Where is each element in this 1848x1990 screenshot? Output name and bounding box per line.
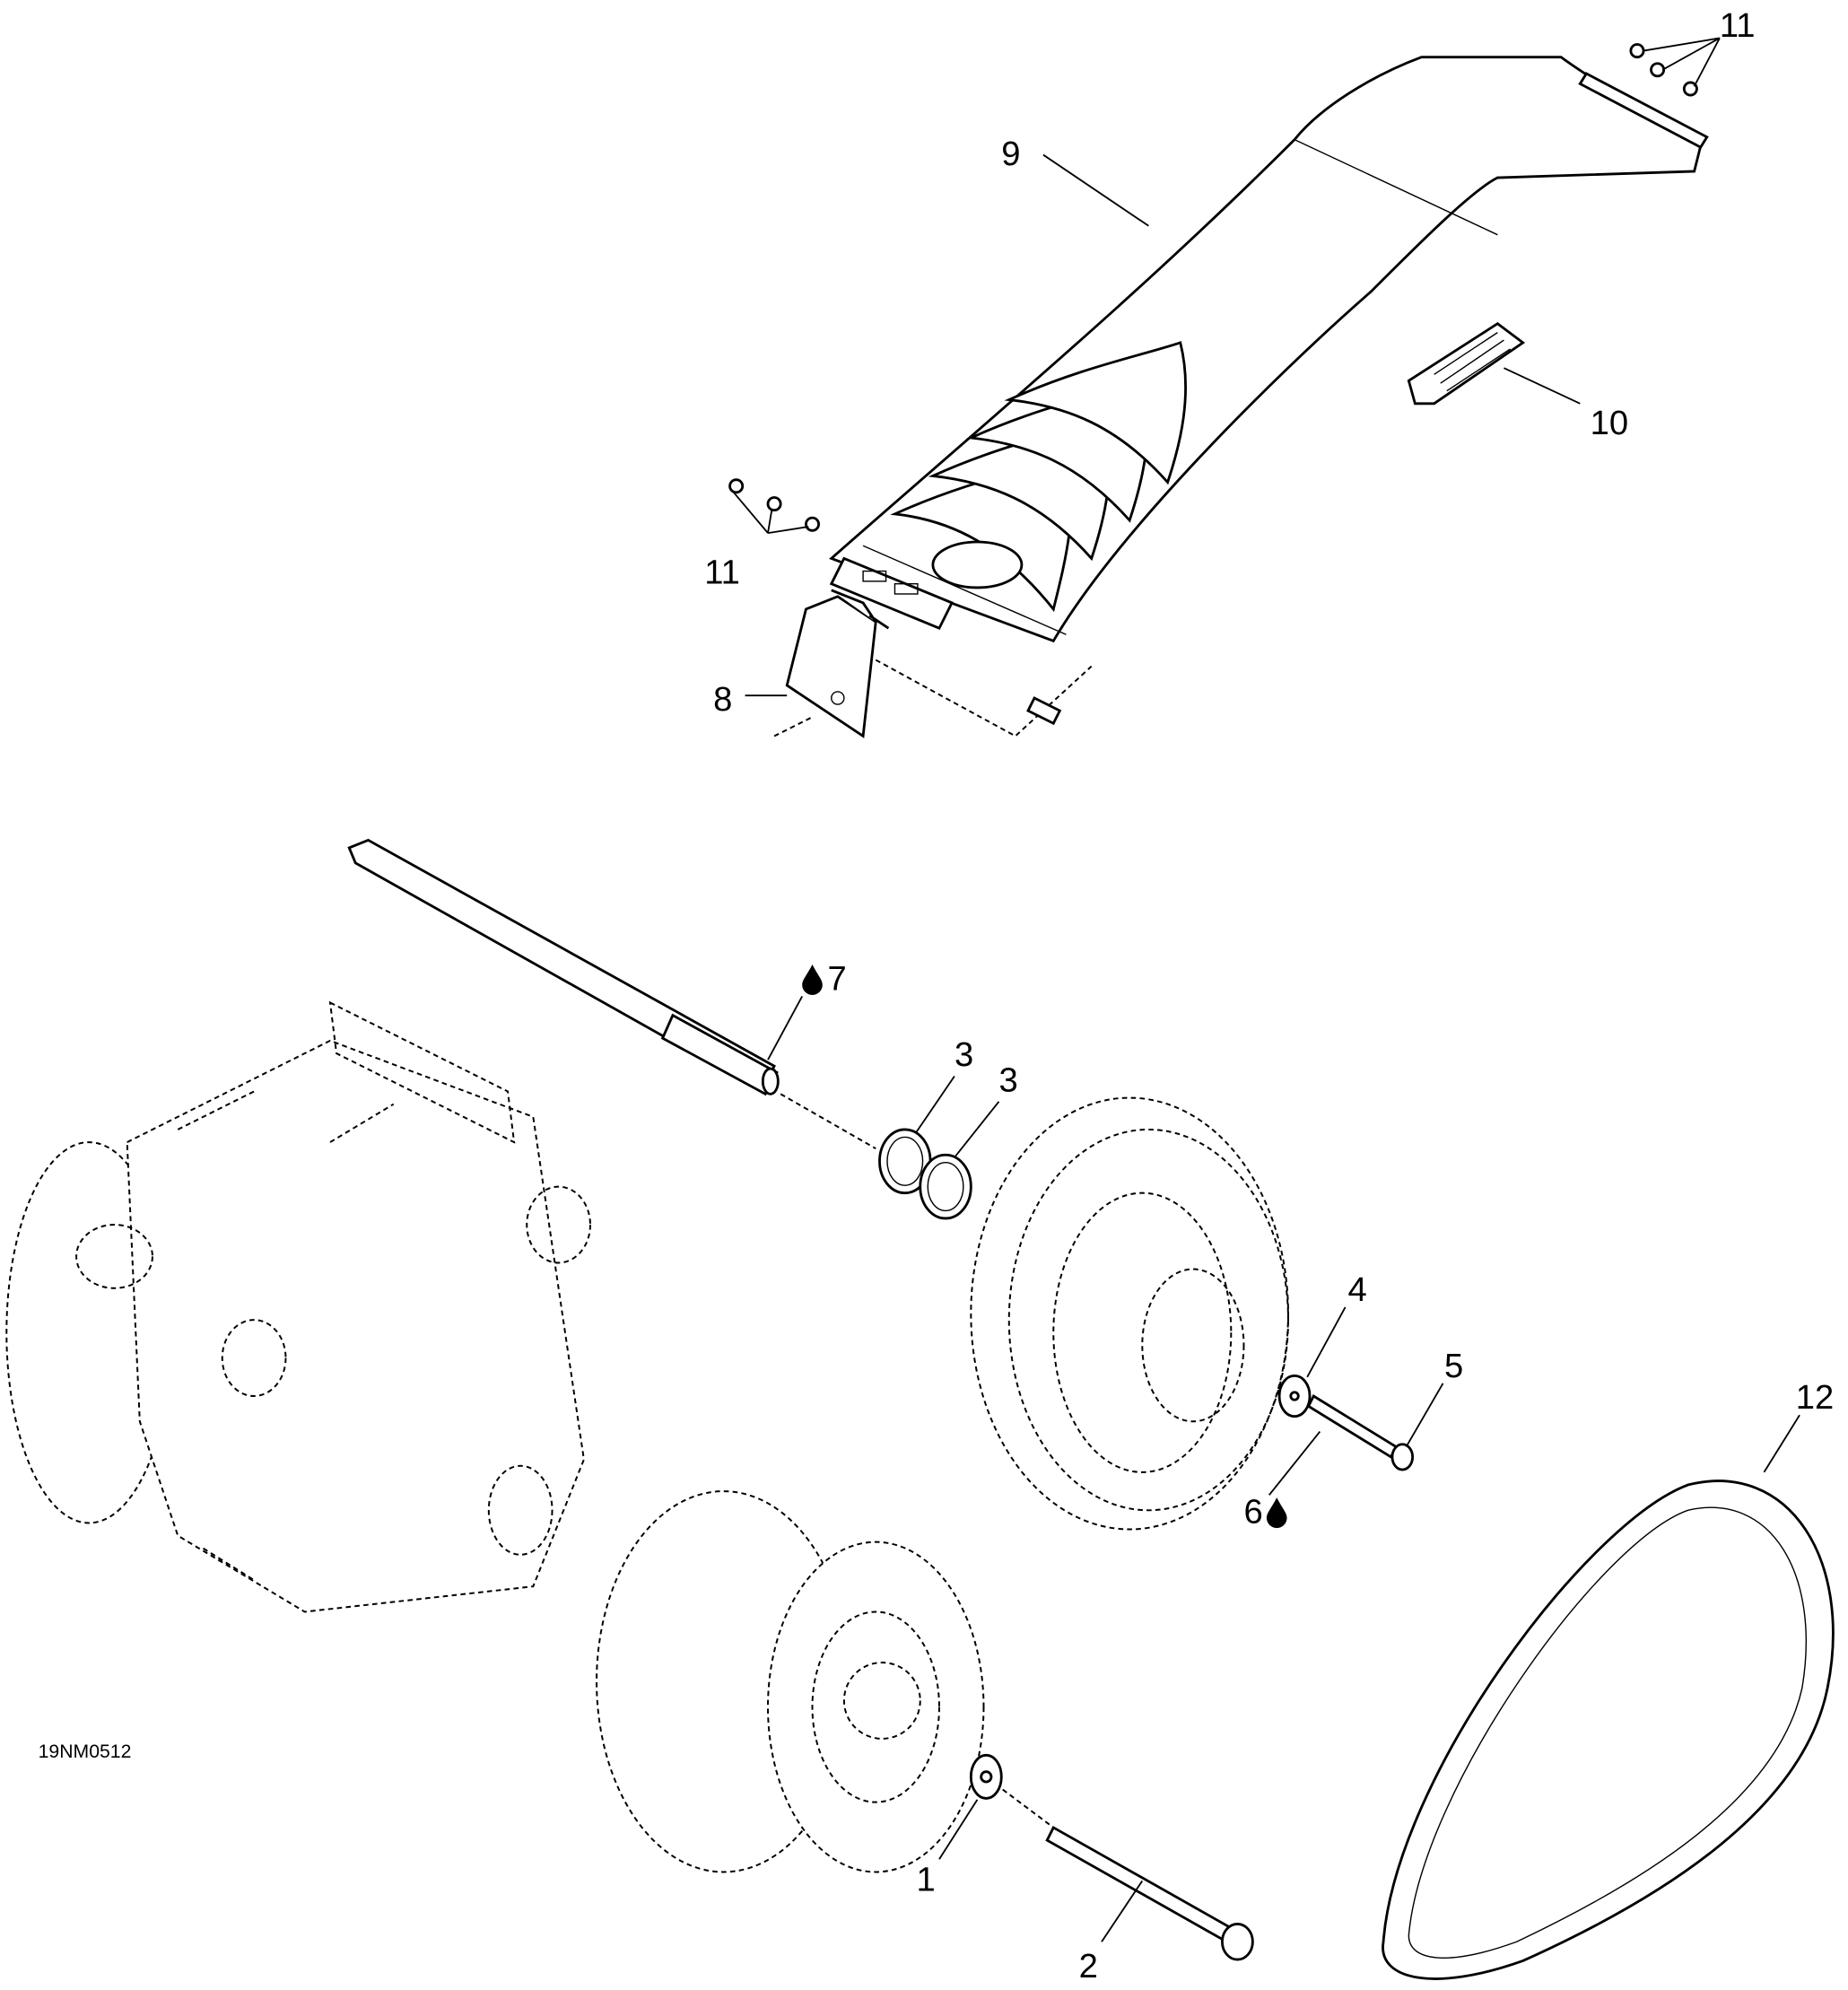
callout-3: 3: [955, 1035, 973, 1074]
engine: [5, 1000, 591, 1613]
cover-vents: [890, 341, 1187, 613]
bolt: [1045, 1825, 1231, 1942]
drop-icon: [802, 964, 823, 995]
drawing-code: 19NM0512: [39, 1741, 132, 1762]
callout-11: 11: [704, 554, 740, 592]
cover-hinge-rod: [1578, 72, 1709, 149]
jackshaft: [347, 838, 876, 1150]
drive-belt: [1382, 1479, 1835, 1980]
drive-pulley: [596, 1490, 985, 1873]
callout-12: 12: [1796, 1378, 1834, 1417]
callout-2: 2: [1079, 1947, 1098, 1986]
callout-9: 9: [1001, 135, 1020, 173]
callout-4: 4: [1347, 1270, 1366, 1309]
callout-5: 5: [1444, 1347, 1463, 1385]
drop-icon: [1266, 1497, 1287, 1529]
driven-pulley: [970, 1096, 1289, 1531]
nuts-left: [728, 478, 821, 532]
callout-6: 6: [1243, 1492, 1262, 1531]
bolt: [1306, 1393, 1399, 1459]
callout-8: 8: [713, 680, 732, 719]
bracket: [773, 589, 1093, 738]
belt-guard-cover: [829, 56, 1703, 643]
warning-decal: [1407, 321, 1526, 406]
leader-lines: [733, 37, 1800, 1942]
callout-11: 11: [1720, 6, 1756, 45]
callout-1: 1: [917, 1861, 936, 1899]
callout-10: 10: [1591, 404, 1628, 442]
callout-3: 3: [998, 1061, 1017, 1100]
callout-7: 7: [827, 959, 846, 998]
nuts-top: [1629, 43, 1698, 97]
